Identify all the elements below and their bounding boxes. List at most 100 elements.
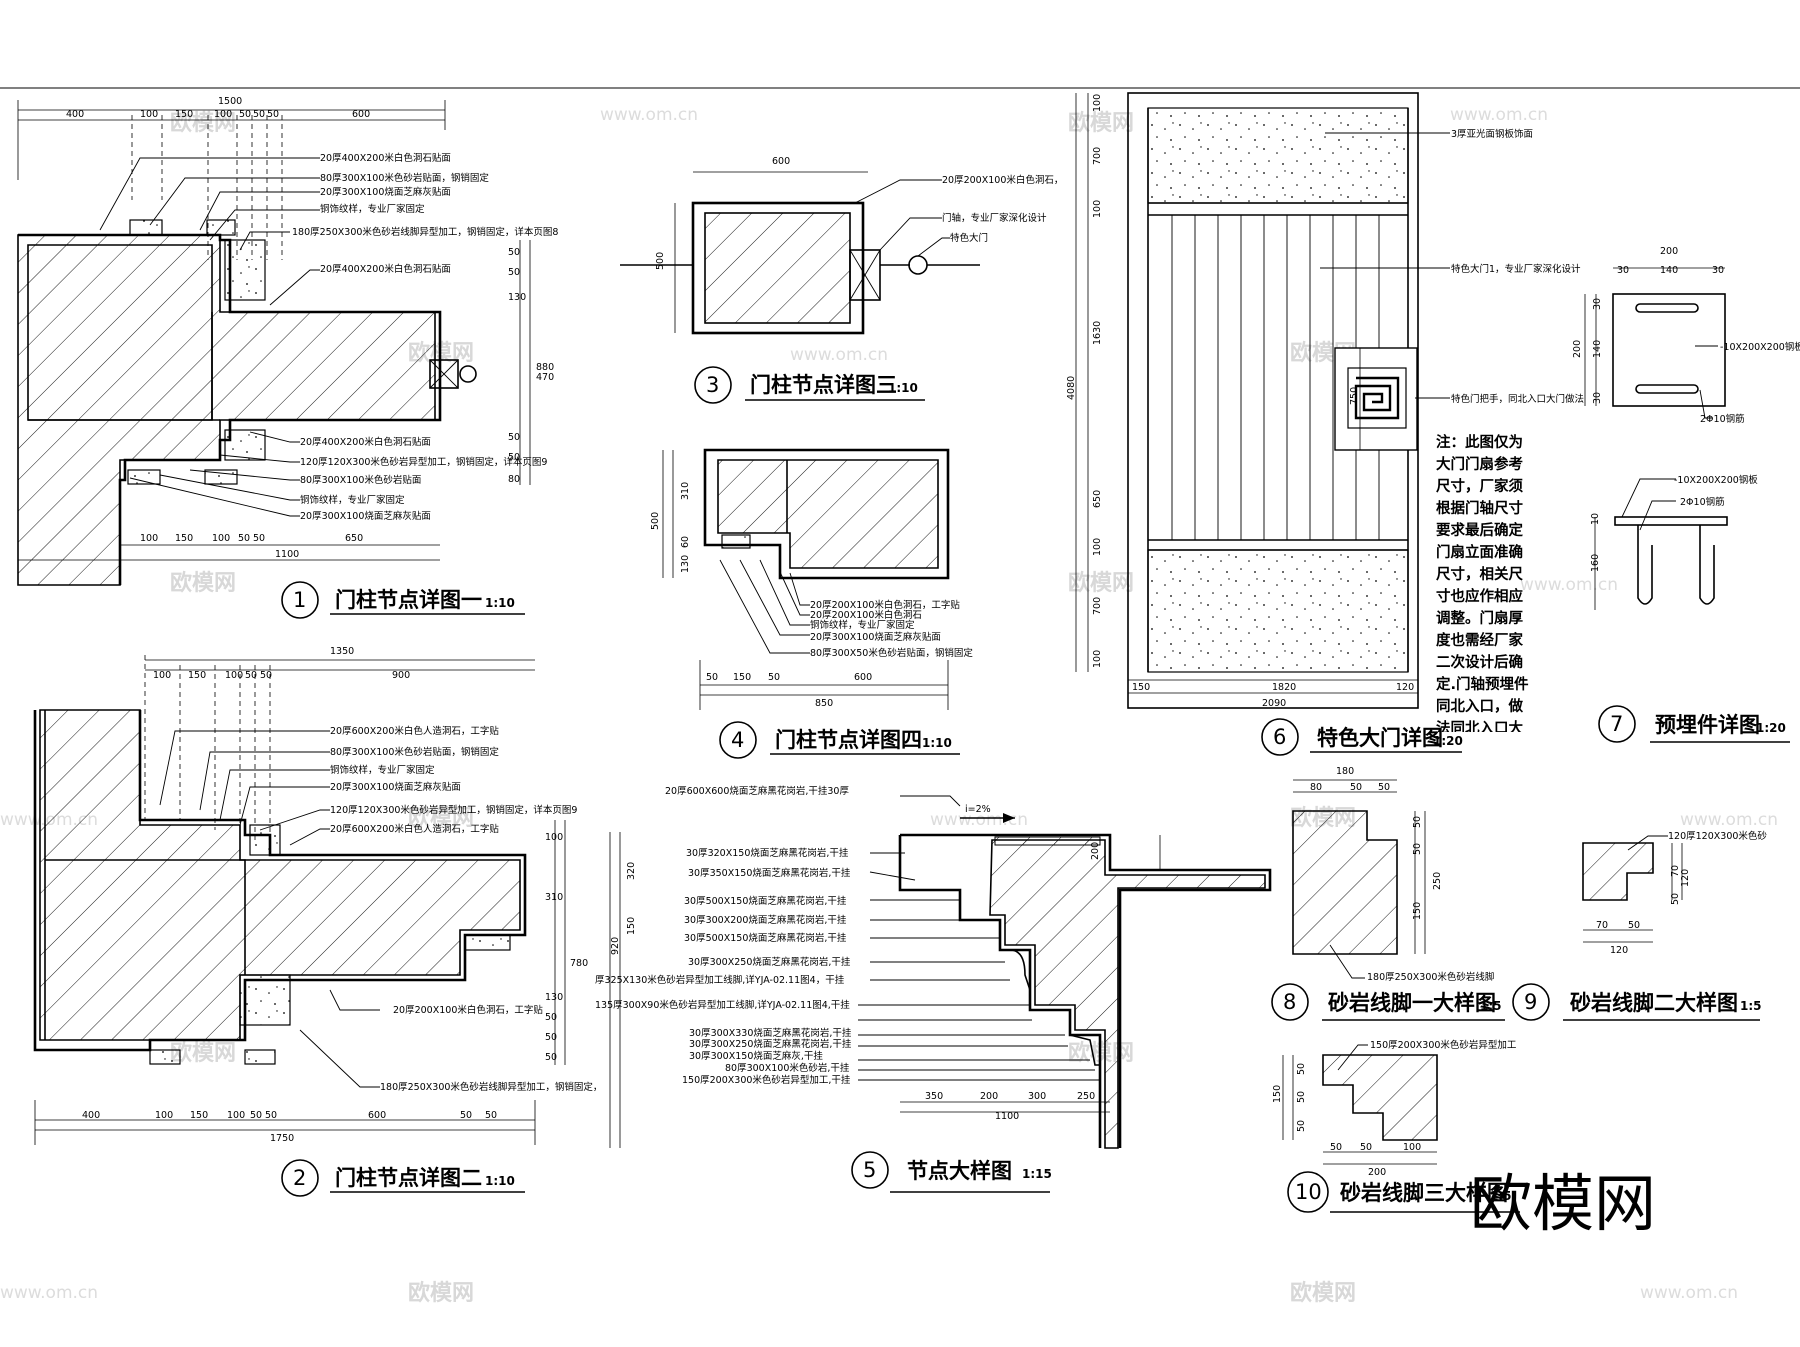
svg-text:50: 50 bbox=[545, 1012, 557, 1023]
svg-text:1:5: 1:5 bbox=[1490, 1189, 1512, 1203]
svg-text:50: 50 bbox=[508, 452, 520, 463]
svg-text:30厚300X250烧面芝麻黑花岗岩,干挂: 30厚300X250烧面芝麻黑花岗岩,干挂 bbox=[688, 956, 851, 968]
detail-title-1: 1 门柱节点详图一 1:10 bbox=[281, 581, 525, 619]
svg-text:特色大门: 特色大门 bbox=[950, 232, 988, 244]
svg-text:100: 100 bbox=[1092, 650, 1103, 668]
detail-6: 100 700 100 1630 650 100 700 100 4080 75… bbox=[1066, 92, 1584, 756]
detail-10: 150厚200X300米色砂岩异型加工 50 50 50 150 50 50 1… bbox=[1272, 1039, 1520, 1213]
svg-text:350: 350 bbox=[925, 1091, 943, 1102]
svg-text:150: 150 bbox=[190, 1110, 208, 1121]
svg-text:1100: 1100 bbox=[275, 549, 299, 560]
svg-text:30厚300X150烧面芝麻灰,干挂: 30厚300X150烧面芝麻灰,干挂 bbox=[689, 1050, 823, 1062]
svg-text:130: 130 bbox=[508, 292, 526, 303]
svg-text:门轴，专业厂家深化设计: 门轴，专业厂家深化设计 bbox=[942, 212, 1047, 224]
svg-text:920: 920 bbox=[610, 937, 621, 955]
svg-text:600: 600 bbox=[352, 109, 370, 120]
detail-title-5: 5 节点大样图 1:15 bbox=[851, 1151, 1052, 1193]
detail-title-8: 8 砂岩线脚一大样图 1:5 bbox=[1271, 983, 1505, 1021]
svg-text:砂岩线脚三大样图: 砂岩线脚三大样图 bbox=[1340, 1181, 1508, 1205]
gate-frame bbox=[1127, 92, 1419, 709]
svg-text:150: 150 bbox=[1272, 1085, 1283, 1103]
svg-text:6: 6 bbox=[1273, 725, 1286, 749]
svg-text:470: 470 bbox=[536, 372, 554, 383]
svg-text:80厚300X100米色砂岩,干挂: 80厚300X100米色砂岩,干挂 bbox=[725, 1062, 850, 1074]
svg-text:900: 900 bbox=[392, 670, 410, 681]
watermark-brand: 欧模网 bbox=[1068, 570, 1134, 596]
detail-2: 1350 100 150 100 50 50 900 bbox=[33, 646, 602, 1197]
svg-text:10: 10 bbox=[1590, 513, 1601, 525]
svg-text:50: 50 bbox=[250, 1110, 262, 1121]
svg-text:250: 250 bbox=[1432, 872, 1443, 890]
detail-title-6: 6 特色大门详图 1:20 bbox=[1261, 718, 1463, 756]
svg-text:50: 50 bbox=[253, 109, 265, 120]
svg-text:9: 9 bbox=[1524, 990, 1537, 1014]
svg-text:1: 1 bbox=[293, 588, 306, 612]
svg-text:600: 600 bbox=[772, 156, 790, 167]
svg-text:铜饰纹样，专业厂家固定: 铜饰纹样，专业厂家固定 bbox=[810, 619, 915, 631]
svg-text:20厚300X100烧面芝麻灰贴面: 20厚300X100烧面芝麻灰贴面 bbox=[810, 631, 941, 643]
svg-text:1630: 1630 bbox=[1092, 321, 1103, 345]
svg-text:100: 100 bbox=[1092, 94, 1103, 112]
dim-text: 1500 bbox=[218, 96, 242, 107]
svg-text:砂岩线脚二大样图: 砂岩线脚二大样图 bbox=[1570, 991, 1738, 1015]
svg-text:50: 50 bbox=[1296, 1063, 1307, 1075]
svg-text:130: 130 bbox=[545, 992, 563, 1003]
watermark-url: www.om.cn bbox=[1640, 1283, 1738, 1303]
detail-title-7: 7 预埋件详图 1:20 bbox=[1598, 705, 1790, 743]
svg-text:20厚400X200米白色洞石贴面: 20厚400X200米白色洞石贴面 bbox=[320, 263, 451, 275]
svg-text:30厚500X150烧面芝麻黑花岗岩,干挂: 30厚500X150烧面芝麻黑花岗岩,干挂 bbox=[684, 932, 847, 944]
svg-text:50: 50 bbox=[1412, 843, 1423, 855]
svg-text:5: 5 bbox=[863, 1158, 876, 1182]
svg-text:10: 10 bbox=[1295, 1180, 1322, 1204]
watermark-url: www.om.cn bbox=[1680, 810, 1778, 830]
svg-text:20厚300X100烧面芝麻灰贴面: 20厚300X100烧面芝麻灰贴面 bbox=[300, 510, 431, 522]
detail-8: 180 80 50 50 50 50 150 250 180厚250X300米色… bbox=[1271, 766, 1505, 1021]
svg-text:50: 50 bbox=[768, 672, 780, 683]
sandstone-profile bbox=[1292, 810, 1398, 955]
detail-title-9: 9 砂岩线脚二大样图 1:5 bbox=[1512, 983, 1762, 1021]
svg-text:200: 200 bbox=[1090, 842, 1101, 860]
svg-text:1:5: 1:5 bbox=[1740, 999, 1762, 1013]
svg-text:80: 80 bbox=[508, 474, 520, 485]
svg-text:50: 50 bbox=[1412, 816, 1423, 828]
svg-text:50: 50 bbox=[1296, 1120, 1307, 1132]
dim-ticks-top bbox=[144, 655, 271, 840]
svg-text:50: 50 bbox=[253, 533, 265, 544]
svg-text:50: 50 bbox=[1350, 782, 1362, 793]
svg-text:1:10: 1:10 bbox=[922, 736, 952, 750]
leaders bbox=[858, 852, 1100, 1081]
svg-text:30: 30 bbox=[1712, 265, 1724, 276]
svg-text:30厚300X250烧面芝麻黑花岗岩,干挂: 30厚300X250烧面芝麻黑花岗岩,干挂 bbox=[689, 1038, 852, 1050]
detail-7: 200 30 140 30 200 30 140 30 -10X200X200钢… bbox=[1572, 246, 1800, 743]
svg-text:20厚400X200米白色洞石贴面: 20厚400X200米白色洞石贴面 bbox=[320, 152, 451, 164]
svg-text:门柱节点详图四: 门柱节点详图四 bbox=[775, 728, 922, 752]
svg-text:150: 150 bbox=[175, 533, 193, 544]
svg-text:120: 120 bbox=[1610, 945, 1628, 956]
svg-text:1:10: 1:10 bbox=[485, 1174, 515, 1188]
svg-text:200: 200 bbox=[1572, 340, 1583, 358]
hinge-box bbox=[849, 249, 881, 301]
svg-text:180: 180 bbox=[1336, 766, 1354, 777]
svg-text:160: 160 bbox=[1590, 554, 1601, 572]
svg-text:80厚300X100米色砂岩贴面，钢销固定: 80厚300X100米色砂岩贴面，钢销固定 bbox=[330, 746, 499, 758]
svg-text:320: 320 bbox=[626, 862, 637, 880]
sandstone-profile bbox=[1322, 1054, 1438, 1141]
svg-text:30: 30 bbox=[1617, 265, 1629, 276]
watermark-brand: 欧模网 bbox=[408, 805, 474, 831]
watermark-url: www.om.cn bbox=[600, 105, 698, 125]
stone-block bbox=[239, 974, 291, 1026]
svg-text:50: 50 bbox=[508, 432, 520, 443]
svg-text:7: 7 bbox=[1610, 712, 1623, 736]
svg-text:门柱节点详图三: 门柱节点详图三 bbox=[750, 373, 897, 397]
svg-text:70: 70 bbox=[1670, 865, 1681, 877]
svg-text:50: 50 bbox=[485, 1110, 497, 1121]
svg-text:1750: 1750 bbox=[270, 1133, 294, 1144]
svg-text:600: 600 bbox=[854, 672, 872, 683]
svg-text:门柱节点详图一: 门柱节点详图一 bbox=[335, 588, 482, 612]
svg-text:1350: 1350 bbox=[330, 646, 354, 657]
svg-text:50: 50 bbox=[545, 1052, 557, 1063]
svg-text:特色大门1，专业厂家深化设计: 特色大门1，专业厂家深化设计 bbox=[1451, 263, 1581, 275]
brand-logo: 欧模网 bbox=[1470, 1167, 1656, 1240]
svg-text:2090: 2090 bbox=[1262, 698, 1286, 709]
stone-block bbox=[224, 429, 266, 461]
